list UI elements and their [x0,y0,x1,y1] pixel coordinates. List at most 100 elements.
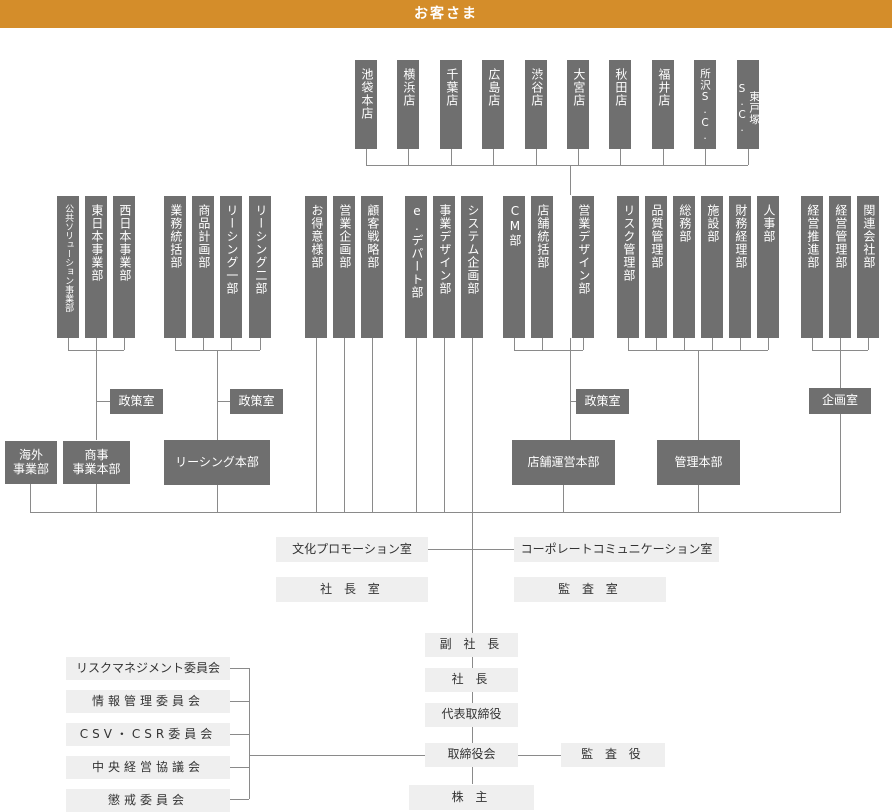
store-yokohama: 横浜店 [397,60,419,149]
connector [840,414,841,512]
connector [514,350,570,351]
connector [472,338,473,784]
connector [563,485,564,512]
dept-business-design: 事業デザイン部 [433,196,455,338]
connector [316,338,317,512]
dept-east-japan: 東日本事業部 [85,196,107,338]
connector [570,165,571,195]
connector [656,338,657,350]
information-management-committee: 情報管理委員会 [66,690,230,713]
policy-office: 政策室 [230,389,283,414]
connector [30,484,31,512]
dept-store-control: 店舗統括部 [531,196,553,338]
connector [203,338,204,350]
store-tokorozawa: 所沢S.C. [694,60,716,149]
connector [372,338,373,512]
dept-merchandise-planning: 商品計画部 [192,196,214,338]
commerce-hq: 商事 事業本部 [63,441,130,484]
leasing-hq: リーシング本部 [164,440,270,485]
connector [451,149,452,165]
connector [712,338,713,350]
customers-banner: お客さま [0,0,892,28]
connector [620,149,621,165]
connector [217,401,230,402]
store-ikebukuro: 池袋本店 [355,60,377,149]
connector [705,149,706,165]
connector [249,668,250,799]
dept-e-depart: e.デパート部 [405,196,427,338]
corporate-communication-office: コーポレートコミュニケーション室 [514,537,719,562]
connector [493,149,494,165]
connector [840,350,841,388]
dept-system-planning: システム企画部 [461,196,483,338]
store-operations-hq: 店舗運営本部 [512,440,615,485]
connector [444,338,445,512]
connector [230,701,249,702]
connector [96,401,110,402]
connector [812,338,813,350]
risk-management-committee: リスクマネジメント委員会 [66,657,230,680]
connector [698,485,699,512]
dept-business-control: 業務統括部 [164,196,186,338]
connector [740,338,741,350]
connector [217,350,218,440]
connector [366,165,748,166]
dept-cm: CM部 [503,196,525,338]
connector [344,338,345,512]
store-fukui: 福井店 [652,60,674,149]
connector [230,734,249,735]
culture-promotion-office: 文化プロモーション室 [276,537,428,562]
connector [583,338,584,350]
dept-affiliates: 関連会社部 [857,196,879,338]
audit-office: 監 査 室 [514,577,666,602]
connector [408,149,409,165]
dept-customer-strategy: 顧客戦略部 [361,196,383,338]
dept-leasing-1: リーシング一部 [220,196,242,338]
store-omiya: 大宮店 [567,60,589,149]
connector [217,485,218,512]
connector [748,149,749,165]
connector [868,338,869,350]
representative-director: 代表取締役 [425,703,518,727]
connector [570,401,576,402]
dept-leasing-2: リーシング二部 [249,196,271,338]
president: 社 長 [425,668,518,692]
dept-sales-planning: 営業企画部 [333,196,355,338]
dept-management-control: 経営管理部 [829,196,851,338]
connector [698,350,699,440]
corporate-auditor: 監 査 役 [561,743,665,767]
planning-office: 企画室 [809,388,871,414]
dept-sales-design: 営業デザイン部 [572,196,594,338]
connector [514,338,515,350]
dept-management-promotion: 経営推進部 [801,196,823,338]
connector [416,338,417,512]
administration-hq: 管理本部 [657,440,740,485]
connector [231,338,232,350]
connector [230,799,249,800]
connector [30,512,841,513]
connector [230,767,249,768]
vice-president: 副 社 長 [425,633,518,657]
board-of-directors: 取締役会 [425,743,518,767]
dept-risk-management: リスク管理部 [617,196,639,338]
connector [840,338,841,350]
dept-human-resources: 人事部 [757,196,779,338]
dept-public-solutions: 公共ソリューション事業部 [57,196,79,338]
connector [124,338,125,350]
connector [96,338,97,440]
connector [366,149,367,165]
connector [663,149,664,165]
connector [260,338,261,350]
store-hiroshima: 広島店 [482,60,504,149]
shareholders: 株 主 [409,785,534,810]
connector [175,338,176,350]
connector [768,338,769,350]
store-akita: 秋田店 [609,60,631,149]
connector [542,338,543,350]
central-management-council: 中央経営協議会 [66,756,230,779]
dept-quality-management: 品質管理部 [645,196,667,338]
president-office: 社 長 室 [276,577,428,602]
connector [578,149,579,165]
policy-office: 政策室 [576,389,629,414]
